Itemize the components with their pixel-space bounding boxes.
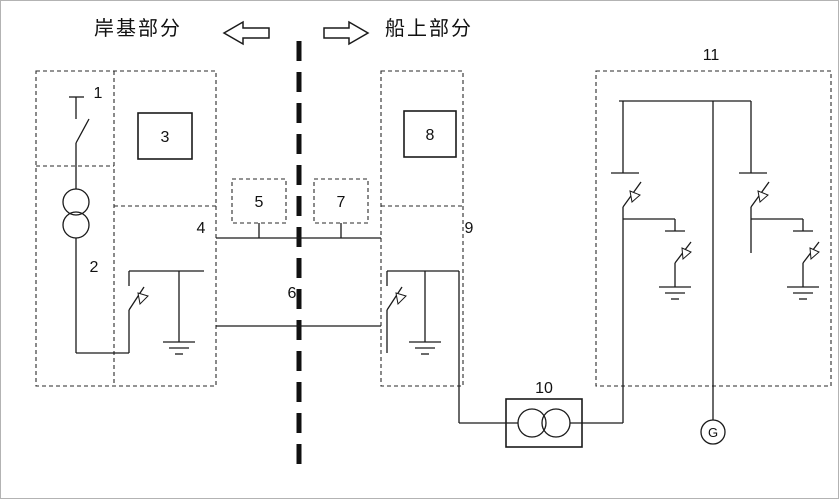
shore-transformer-symbol [62, 188, 129, 354]
shore-connector-box-5: 5 [231, 178, 287, 238]
label-5: 5 [255, 194, 264, 211]
label-7: 7 [337, 194, 346, 211]
shore-section-title: 岸基部分 [94, 17, 182, 40]
switchboard-left-feeder-switch [611, 101, 692, 423]
ship-transformer-10: 10 [505, 380, 583, 448]
label-6: 6 [288, 285, 297, 302]
generator-symbol: G [700, 101, 726, 445]
shore-earthing-switch [128, 270, 204, 355]
shore-unit-enclosure [35, 70, 217, 387]
arrow-left-icon [222, 20, 270, 46]
label-8: 8 [426, 127, 435, 144]
generator-label: G [708, 425, 718, 440]
ship-unit-enclosure [380, 70, 464, 387]
label-11: 11 [703, 47, 720, 64]
ship-control-box-8: 8 [403, 110, 457, 158]
shore-disconnect-switch [69, 96, 90, 189]
ship-earthing-switch [386, 270, 459, 355]
arrow-right-icon [323, 20, 370, 46]
label-2: 2 [90, 259, 99, 276]
label-10: 10 [535, 380, 553, 397]
shore-control-box-3: 3 [137, 112, 193, 160]
label-3: 3 [161, 129, 170, 146]
label-4: 4 [197, 220, 206, 237]
label-1: 1 [94, 85, 103, 102]
switchboard-right-feeder-switch [739, 101, 820, 300]
label-9: 9 [465, 220, 474, 237]
ship-section-title: 船上部分 [385, 17, 473, 40]
ship-connector-box-7: 7 [313, 178, 369, 238]
